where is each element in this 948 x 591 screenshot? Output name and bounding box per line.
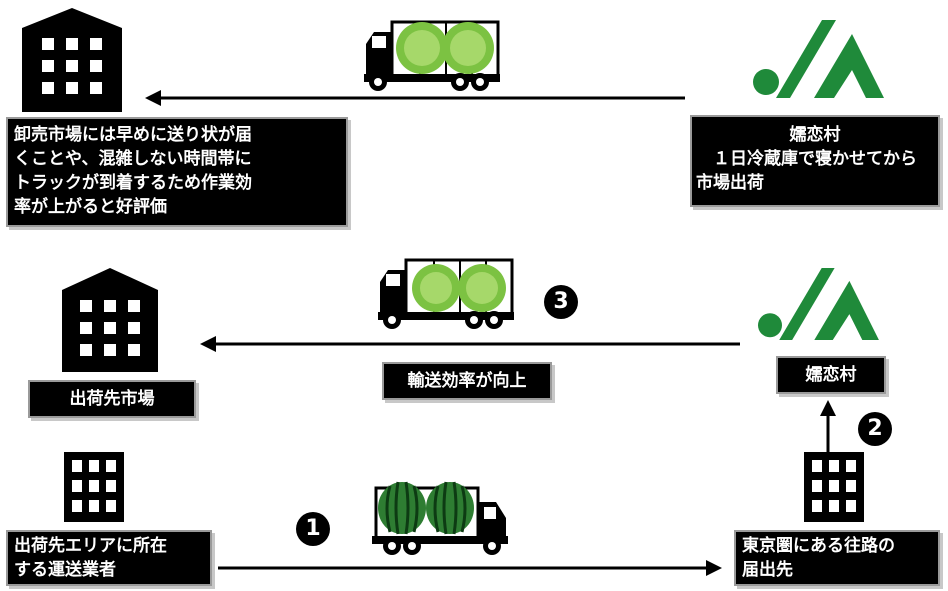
tsumagoi-label: 嬬恋村 bbox=[776, 356, 886, 394]
label-line: 嬬恋村 bbox=[789, 125, 841, 145]
arrow-up bbox=[820, 400, 836, 456]
office-building-icon bbox=[64, 452, 124, 522]
truck-with-cabbages-icon bbox=[378, 258, 514, 329]
arrow-left-top bbox=[145, 90, 685, 106]
destination-market-label: 出荷先市場 bbox=[28, 380, 196, 418]
label-line: 輸送効率が向上 bbox=[407, 371, 527, 391]
label-line: 市場出荷 bbox=[696, 173, 764, 193]
arrow-left-middle bbox=[200, 336, 740, 352]
label-line: １日冷蔵庫で寝かせてから bbox=[713, 149, 917, 169]
label-line: 出荷先市場 bbox=[69, 389, 155, 409]
label-line: 率が上がると好評価 bbox=[14, 197, 167, 217]
label-line: 卸売市場には早めに送り状が届 bbox=[14, 125, 252, 145]
step-1-badge: 1 bbox=[296, 512, 330, 546]
tsumagoi-cold-storage-label: 嬬恋村 １日冷蔵庫で寝かせてから 市場出荷 bbox=[690, 115, 940, 207]
label-line: 嬬恋村 bbox=[805, 365, 857, 385]
office-building-icon bbox=[22, 8, 122, 112]
tokyo-outbound-destination-label: 東京圏にある往路の 届出先 bbox=[734, 530, 940, 586]
local-carrier-label: 出荷先エリアに所在 する運送業者 bbox=[6, 530, 212, 586]
label-line: くことや、混雑しない時間帯に bbox=[14, 149, 252, 169]
ja-logo-icon bbox=[758, 268, 879, 340]
wholesale-market-feedback-label: 卸売市場には早めに送り状が届 くことや、混雑しない時間帯に トラックが到着するた… bbox=[6, 117, 348, 227]
label-line: 東京圏にある往路の bbox=[742, 536, 895, 556]
step-3-badge: 3 bbox=[544, 285, 578, 319]
label-line: する運送業者 bbox=[14, 560, 116, 580]
label-line: 届出先 bbox=[742, 560, 793, 580]
office-building-icon bbox=[804, 452, 864, 522]
office-building-icon bbox=[62, 268, 158, 372]
truck-with-watermelons-icon bbox=[372, 481, 508, 555]
transport-efficiency-label: 輸送効率が向上 bbox=[382, 362, 552, 400]
label-line: トラックが到着するため作業効 bbox=[14, 173, 252, 193]
label-line: 出荷先エリアに所在 bbox=[14, 536, 167, 556]
arrow-right-bottom bbox=[218, 560, 722, 576]
ja-logo-icon bbox=[753, 20, 884, 98]
step-2-badge: 2 bbox=[858, 412, 892, 446]
truck-with-cabbages-icon bbox=[364, 20, 500, 91]
